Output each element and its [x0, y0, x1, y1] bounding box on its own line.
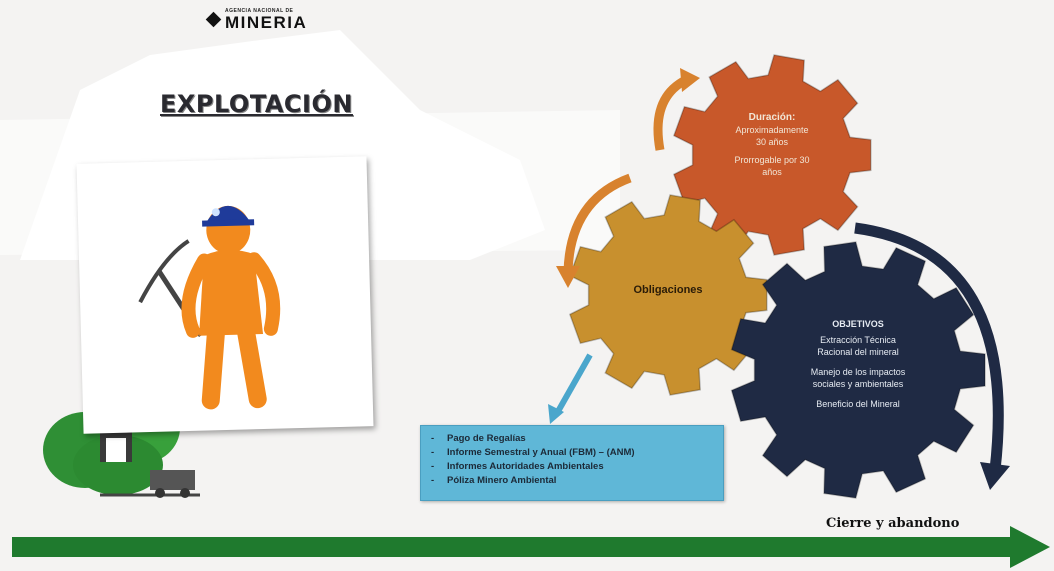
- orange-arrow-left: [563, 173, 632, 273]
- miner-figure-icon: [138, 205, 281, 410]
- duration-line: 30 años: [755, 137, 789, 147]
- objective-line: Extracción Técnica: [820, 335, 896, 345]
- timeline-bar: [12, 537, 1012, 557]
- blue-pointer-head: [548, 404, 564, 424]
- timeline-arrowhead: [1010, 526, 1050, 568]
- list-item: Informes Autoridades Ambientales: [431, 460, 723, 474]
- duration-line: Aproximadamente: [735, 125, 809, 135]
- objective-line: Racional del mineral: [817, 347, 899, 357]
- list-item: Póliza Minero Ambiental: [431, 474, 723, 488]
- brand-name: MINERIA: [225, 13, 308, 32]
- list-item: Pago de Regalías: [431, 432, 723, 446]
- navy-arrow-right-head: [980, 462, 1010, 490]
- duration-gear-text: Duración: Aproximadamente 30 años Prorro…: [712, 112, 832, 178]
- duration-line: años: [762, 167, 782, 177]
- duration-line: Prorrogable por 30: [734, 155, 810, 165]
- objectives-gear-text: OBJETIVOS Extracción Técnica Racional de…: [778, 318, 938, 415]
- page-title: EXPLOTACIÓN: [160, 90, 353, 118]
- diamond-icon: [205, 11, 222, 28]
- list-item: Informe Semestral y Anual (FBM) – (ANM): [431, 446, 723, 460]
- obligations-gear: [568, 194, 768, 396]
- brand-subtitle: AGENCIA NACIONAL DE: [225, 8, 294, 14]
- duration-gear: [672, 54, 872, 256]
- brand-logo: AGENCIA NACIONAL DE MINERIA: [205, 8, 308, 33]
- navy-arrow-right: [854, 222, 1004, 471]
- timeline-end-label: Cierre y abandono: [826, 516, 960, 531]
- blue-pointer: [553, 353, 593, 417]
- gear2-shape: [568, 194, 768, 396]
- objective-line: Beneficio del Mineral: [816, 399, 900, 409]
- orange-arrow-left-head: [556, 266, 580, 288]
- miner-card: [76, 156, 374, 434]
- gear1-shape: [672, 54, 872, 256]
- objective-line: Manejo de los impactos: [810, 367, 906, 377]
- gear3-shape: [730, 241, 986, 499]
- objectives-title: OBJETIVOS: [832, 319, 884, 329]
- objectives-gear: [730, 241, 986, 499]
- obligations-list-box: Pago de Regalías Informe Semestral y Anu…: [420, 425, 724, 501]
- objective-line: sociales y ambientales: [812, 379, 904, 389]
- orange-arrow-top-head: [680, 68, 700, 92]
- obligations-list: Pago de Regalías Informe Semestral y Anu…: [421, 432, 723, 488]
- duration-title: Duración:: [748, 112, 796, 123]
- obligations-title: Obligaciones: [633, 284, 703, 296]
